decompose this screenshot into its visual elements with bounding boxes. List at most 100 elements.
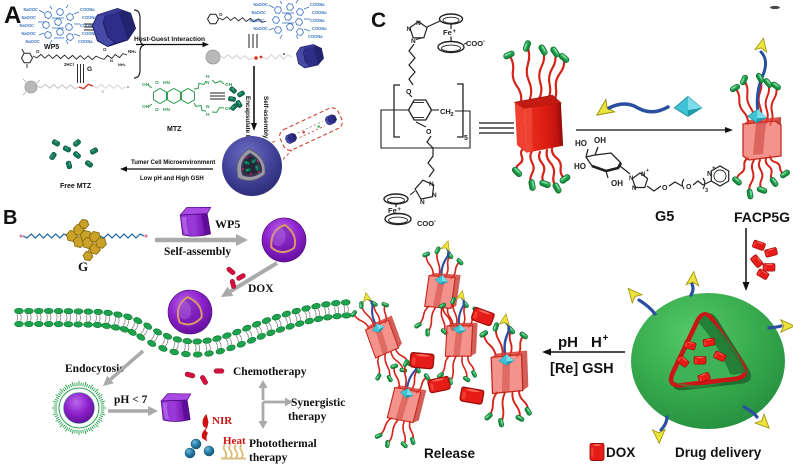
svg-text:O: O: [219, 12, 223, 17]
svg-text:NH₂: NH₂: [128, 49, 137, 54]
svg-text:COONa: COONa: [312, 10, 327, 15]
svg-text:NaOOC: NaOOC: [251, 10, 266, 15]
svg-text:Photothermal: Photothermal: [249, 438, 317, 450]
svg-text:O: O: [155, 80, 159, 86]
svg-text:OH: OH: [611, 179, 623, 188]
svg-text:OH: OH: [142, 82, 150, 88]
svg-text:G: G: [78, 259, 88, 274]
svg-text:Self-assembly: Self-assembly: [262, 96, 269, 139]
svg-text:NaOOC: NaOOC: [253, 2, 268, 7]
svg-text:COONa: COONa: [82, 15, 97, 20]
svg-text:COONa: COONa: [308, 34, 323, 39]
svg-text:2: 2: [451, 112, 454, 118]
svg-text:N: N: [429, 181, 434, 188]
svg-text:WP5: WP5: [44, 44, 59, 51]
svg-text:Fe: Fe: [388, 206, 397, 215]
svg-text:COONa: COONa: [310, 18, 325, 23]
svg-text:Drug delivery: Drug delivery: [675, 445, 762, 460]
svg-text:A: A: [4, 2, 21, 29]
svg-text:NH₂: NH₂: [118, 62, 126, 67]
svg-text:2HCl: 2HCl: [64, 62, 74, 67]
svg-text:N: N: [432, 192, 437, 199]
svg-text:3: 3: [705, 188, 708, 194]
svg-text:Low pH and High GSH: Low pH and High GSH: [140, 176, 204, 182]
svg-text:therapy: therapy: [249, 452, 288, 464]
svg-text:NaOOC: NaOOC: [21, 15, 36, 20]
svg-text:O: O: [103, 47, 107, 52]
svg-text:+: +: [603, 333, 609, 344]
svg-text:WP5: WP5: [215, 217, 240, 231]
svg-text:[Re] GSH: [Re] GSH: [550, 361, 614, 377]
svg-text:MTZ: MTZ: [167, 126, 182, 133]
svg-text:NaOOC: NaOOC: [21, 31, 36, 36]
svg-text:N: N: [629, 176, 633, 182]
svg-text:NaOOC: NaOOC: [253, 26, 268, 31]
svg-text:N: N: [206, 104, 210, 110]
svg-text:G: G: [87, 66, 92, 73]
svg-text:Self-assembly: Self-assembly: [164, 246, 231, 258]
svg-text:-: -: [483, 39, 485, 45]
svg-text:G5: G5: [655, 209, 674, 225]
svg-text:COONa: COONa: [312, 26, 327, 31]
svg-text:Free MTZ: Free MTZ: [60, 183, 92, 190]
svg-text:COONa: COONa: [82, 31, 97, 36]
svg-text:N: N: [411, 38, 416, 45]
svg-text:Heat: Heat: [223, 435, 246, 447]
svg-text:COONa: COONa: [80, 7, 95, 12]
svg-text:OH: OH: [594, 136, 606, 145]
svg-text:DOX: DOX: [606, 445, 635, 460]
svg-text:N: N: [206, 80, 210, 86]
svg-text:DOX: DOX: [248, 283, 274, 295]
svg-text:Fe: Fe: [443, 28, 452, 37]
svg-text:NaOOC: NaOOC: [19, 23, 34, 28]
svg-text:N: N: [110, 58, 113, 63]
svg-text:NIR: NIR: [212, 415, 233, 427]
svg-text:N: N: [707, 171, 712, 178]
svg-text:Tumer Cell Microenvironment: Tumer Cell Microenvironment: [131, 160, 215, 166]
svg-text:O: O: [155, 107, 159, 113]
svg-text:+: +: [712, 166, 716, 172]
svg-text:OH: OH: [225, 106, 233, 112]
svg-text:H: H: [206, 74, 210, 80]
svg-text:pH: pH: [558, 334, 578, 351]
svg-text:NaOOC: NaOOC: [25, 39, 40, 44]
svg-text:+: +: [453, 29, 457, 35]
svg-text:O: O: [686, 184, 692, 191]
svg-text:N: N: [407, 26, 412, 33]
svg-text:-: -: [434, 219, 436, 225]
svg-text:OH: OH: [225, 82, 233, 88]
svg-text:O: O: [662, 185, 668, 192]
svg-text:Release: Release: [424, 446, 476, 461]
svg-text:Host-Guest Interaction: Host-Guest Interaction: [134, 36, 205, 43]
svg-text:CH: CH: [440, 107, 451, 116]
svg-text:FACP5G: FACP5G: [734, 209, 790, 225]
svg-text:H: H: [206, 112, 210, 118]
svg-text:O: O: [36, 49, 40, 54]
svg-text:Chemotherapy: Chemotherapy: [233, 366, 307, 378]
svg-text:Encapsulate Drug: Encapsulate Drug: [244, 96, 251, 150]
svg-text:NaOOC: NaOOC: [249, 18, 264, 23]
svg-text:HO: HO: [574, 162, 586, 171]
svg-text:+: +: [398, 207, 402, 213]
svg-text:N: N: [641, 172, 645, 178]
svg-text:therapy: therapy: [288, 411, 327, 423]
svg-text:O: O: [426, 129, 432, 136]
svg-text:HN: HN: [163, 107, 170, 113]
svg-text:N: N: [632, 186, 636, 192]
svg-text:O: O: [406, 89, 412, 96]
svg-text:C: C: [371, 9, 386, 32]
svg-text:HN: HN: [163, 80, 170, 86]
svg-text:N: N: [420, 199, 425, 206]
svg-text:NaOOC: NaOOC: [23, 7, 38, 12]
svg-text:✕: ✕: [101, 89, 104, 94]
svg-text:COO: COO: [466, 39, 483, 48]
svg-text:COO: COO: [417, 219, 434, 228]
svg-text:OH: OH: [142, 104, 150, 110]
svg-text:B: B: [3, 207, 17, 229]
svg-text:Endocytosis: Endocytosis: [65, 363, 124, 375]
svg-text:pH < 7: pH < 7: [114, 394, 148, 406]
svg-text:N: N: [416, 20, 421, 27]
svg-text:Synergistic: Synergistic: [291, 397, 345, 409]
svg-text:5: 5: [464, 135, 468, 142]
svg-text:COONa: COONa: [80, 23, 95, 28]
